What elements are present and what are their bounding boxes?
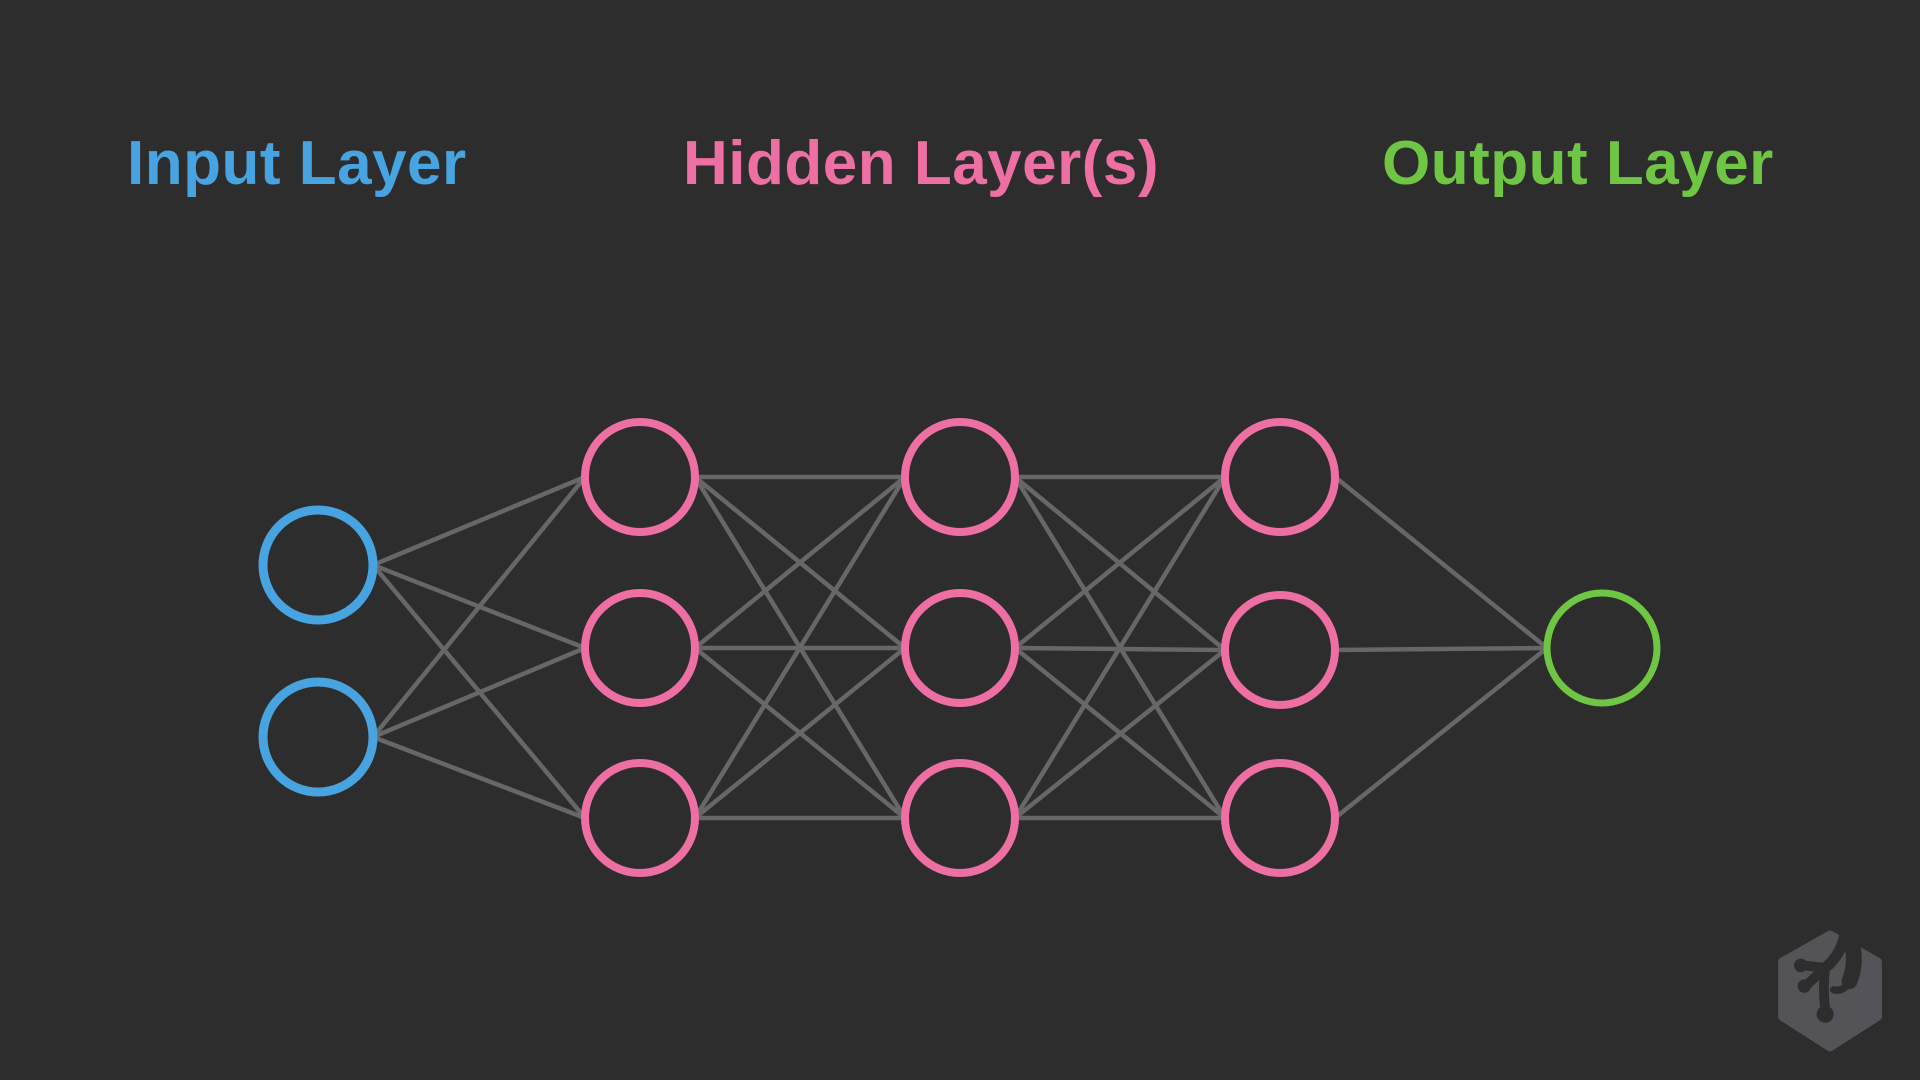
network-edge — [371, 475, 587, 739]
hidden-layer-1-node — [581, 418, 699, 536]
input-layer-label: Input Layer — [127, 129, 467, 198]
hidden-layer-3-node — [1221, 591, 1339, 709]
input-layer-node — [258, 677, 378, 797]
logo-branch-bottom-bulb — [1816, 1005, 1834, 1023]
network-edge — [693, 475, 907, 650]
network-edge — [1013, 475, 1227, 650]
hidden-layer-2-node — [901, 418, 1019, 536]
hidden-layer-2-node — [901, 759, 1019, 877]
hidden-layer-3-node — [1221, 759, 1339, 877]
logo-branch-stem — [1819, 962, 1830, 1015]
output-layer-node — [1543, 589, 1661, 707]
treehouse-logo-icon — [1778, 930, 1882, 1052]
network-edge — [1013, 475, 1227, 820]
hidden-layer-1-node — [581, 759, 699, 877]
hidden-layer-2-node — [901, 589, 1019, 707]
logo-branch-lower-left-bulb — [1797, 979, 1812, 993]
network-edge — [693, 475, 907, 820]
hidden-layer-1-node — [581, 589, 699, 707]
network-edge — [1333, 475, 1549, 650]
logo-branch-right-lobe — [1839, 930, 1862, 990]
hidden-layer-label: Hidden Layer(s) — [683, 129, 1160, 198]
network-edge — [372, 645, 586, 740]
network-edge — [1013, 648, 1227, 820]
network-edge — [1333, 646, 1549, 820]
network-edge — [1334, 645, 1548, 653]
input-layer-node — [258, 505, 378, 625]
hidden-layer-3-node — [1221, 418, 1339, 536]
output-layer-label: Output Layer — [1382, 129, 1774, 198]
logo-hexagon — [1778, 930, 1882, 1052]
network-edge — [372, 734, 586, 821]
network-edge — [693, 646, 907, 820]
logo-branch-connector — [1830, 977, 1854, 994]
network-edge — [372, 474, 586, 568]
logo-branch-left-bulb — [1794, 958, 1808, 973]
